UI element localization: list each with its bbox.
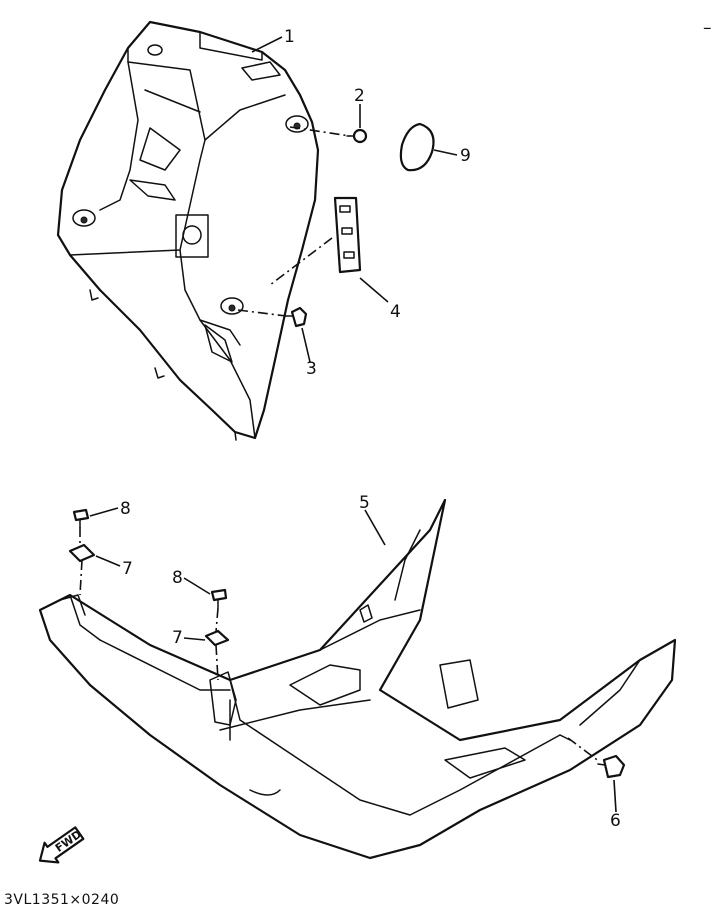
callout-8a: 8 [120,499,131,519]
callout-9: 9 [460,146,471,166]
screw-part-8b [210,588,228,633]
screw-part-2 [289,126,368,144]
bracket-part-4 [269,196,362,286]
callout-1: 1 [284,27,295,47]
screw-part-8a [72,508,90,545]
callout-8b: 8 [172,568,183,588]
bolt-part-3 [237,306,308,328]
callout-7a: 7 [122,559,133,579]
leg-shield [56,20,320,441]
callout-2: 2 [354,86,365,106]
leader-lines [89,36,617,813]
bolt-part-6 [567,737,626,779]
callout-7b: 7 [172,628,183,648]
callout-3: 3 [306,359,317,379]
callout-6: 6 [610,811,621,831]
clip-part-7a [68,543,96,596]
cap-part-9 [399,122,435,172]
footrest-board [38,498,677,860]
drawing-code: 3VL1351×0240 [4,892,119,908]
callout-5: 5 [359,493,370,513]
clip-part-7b [204,629,230,681]
callout-4: 4 [390,302,401,322]
corner-mark: – [703,18,712,38]
fwd-arrow-icon: FWD [38,826,85,864]
